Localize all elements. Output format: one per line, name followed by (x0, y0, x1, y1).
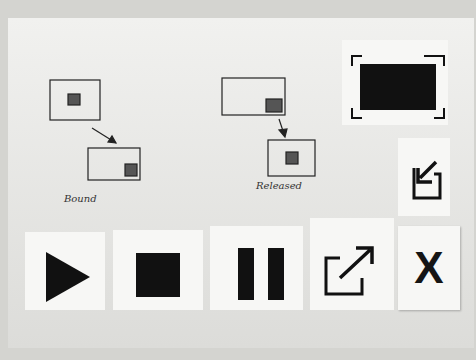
pause-symbol (238, 248, 254, 300)
card (398, 138, 450, 216)
released-sketch (222, 78, 315, 176)
play-card (25, 232, 105, 310)
popin-arrow (418, 162, 436, 182)
card (210, 226, 303, 310)
window-sketch (88, 148, 140, 180)
arrow-head (108, 136, 116, 143)
fullscreen-symbol (360, 64, 436, 110)
video-square (266, 99, 282, 112)
fullscreen-card (342, 40, 448, 125)
video-square (125, 164, 137, 176)
popout-arrow (340, 248, 372, 278)
pause-symbol (268, 248, 284, 300)
bound-sketch (50, 80, 140, 180)
card (342, 40, 448, 125)
corner-brackets (352, 56, 444, 118)
paper-sheet (8, 18, 474, 348)
stop-card (113, 230, 203, 310)
card (113, 230, 203, 310)
window-sketch (268, 140, 315, 176)
popin-card (398, 138, 450, 216)
card (25, 232, 105, 310)
window-sketch (50, 80, 100, 120)
handwritten-label: Released (256, 180, 302, 191)
close-card: X (398, 226, 460, 310)
close-symbol: X (414, 246, 443, 290)
stop-symbol (136, 253, 180, 297)
handwritten-label: Bound (64, 193, 97, 204)
video-square (286, 152, 298, 164)
window-sketch (222, 78, 285, 115)
arrow-line (92, 128, 116, 143)
pause-card (210, 226, 303, 310)
popout-card (310, 218, 394, 310)
arrow-head (279, 129, 287, 137)
card (310, 218, 394, 310)
play-symbol (46, 252, 90, 302)
video-square (68, 94, 80, 105)
